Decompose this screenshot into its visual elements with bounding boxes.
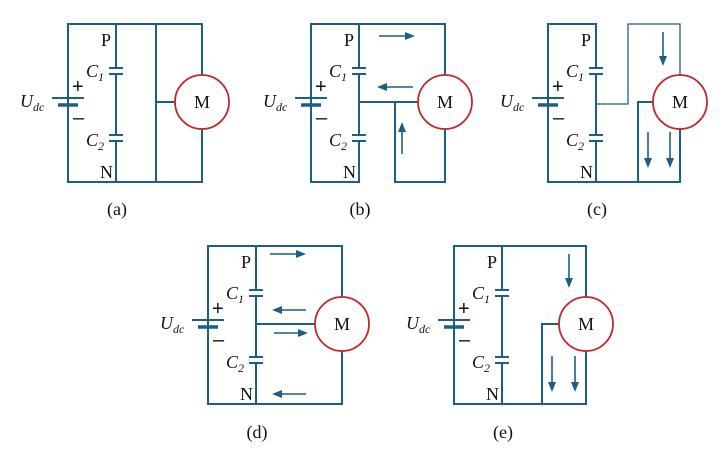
panel-b: M P N C1 C2 Udc + – (b) (263, 22, 473, 220)
plus-sign: + (552, 76, 564, 98)
panel-b-caption: (b) (350, 199, 371, 220)
cap2-label: C2 (472, 352, 490, 375)
source-label: Udc (406, 313, 431, 336)
cap1-label: C1 (472, 283, 490, 306)
node-n-label: N (100, 162, 113, 182)
node-p-label: P (101, 30, 111, 50)
cap2-label: C2 (566, 130, 584, 153)
cap2-label: C2 (226, 352, 244, 375)
current-arrow-down-left (644, 132, 652, 168)
current-arrow-down-left (548, 356, 556, 392)
panel-d-caption: (d) (247, 422, 268, 443)
current-arrow-left-mid (272, 306, 306, 314)
current-arrow-up (398, 122, 406, 154)
minus-sign: – (73, 107, 85, 129)
panel-d: M P N C1 C2 Udc + – (d) (160, 244, 370, 443)
node-n-label: N (486, 384, 499, 404)
current-arrow-down-right (666, 132, 674, 168)
panel-e: M P N C1 C2 Udc + – (e) (406, 244, 614, 443)
minus-sign: – (213, 329, 225, 351)
panel-e-caption: (e) (493, 422, 513, 443)
plus-sign: + (458, 298, 470, 320)
motor-label: M (578, 314, 594, 334)
minus-sign: – (553, 107, 565, 129)
minus-sign: – (316, 107, 328, 129)
node-n-label: N (240, 384, 253, 404)
plus-sign: + (212, 298, 224, 320)
node-n-label: N (580, 162, 593, 182)
panel-c: M P N C1 C2 Udc + – (c) (500, 22, 708, 220)
cap1-label: C1 (226, 283, 244, 306)
motor-label: M (334, 314, 350, 334)
motor-label: M (194, 92, 210, 112)
current-arrow-down-top (565, 254, 573, 288)
current-arrow-down-top (659, 32, 667, 66)
node-p-label: P (241, 252, 251, 272)
cap2-label: C2 (86, 130, 104, 153)
node-p-label: P (344, 30, 354, 50)
motor-label: M (672, 92, 688, 112)
current-arrow-down-right (571, 356, 579, 392)
current-arrow-right-mid (274, 329, 308, 337)
source-label: Udc (160, 313, 185, 336)
node-p-label: P (581, 30, 591, 50)
motor-label: M (437, 92, 453, 112)
current-arrow-left-bottom (272, 390, 306, 398)
current-arrow-left (377, 83, 413, 91)
panel-a-caption: (a) (107, 199, 127, 220)
panel-c-caption: (c) (587, 199, 607, 220)
node-p-label: P (487, 252, 497, 272)
source-label: Udc (20, 91, 45, 114)
cap1-label: C1 (86, 61, 104, 84)
source-label: Udc (263, 91, 288, 114)
plus-sign: + (72, 76, 84, 98)
source-label: Udc (500, 91, 525, 114)
plus-sign: + (315, 76, 327, 98)
cap2-label: C2 (329, 130, 347, 153)
node-n-label: N (343, 162, 356, 182)
minus-sign: – (459, 329, 471, 351)
cap1-label: C1 (329, 61, 347, 84)
current-arrow-right (379, 32, 415, 40)
panel-a: M P N C1 C2 Udc + – (a) (20, 22, 230, 220)
cap1-label: C1 (566, 61, 584, 84)
current-arrow-right-top (270, 250, 306, 258)
